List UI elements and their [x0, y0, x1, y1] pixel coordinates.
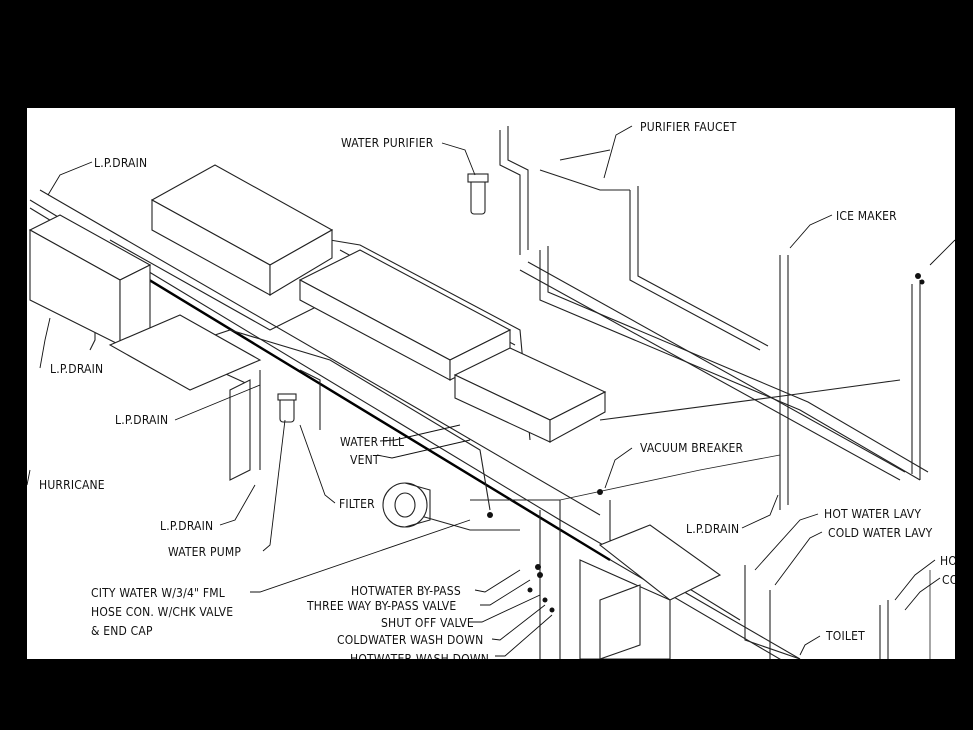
label-lp-drain-right: L.P.DRAIN — [686, 522, 739, 536]
main-pipe-runs — [29, 126, 931, 659]
label-lp-drain-left: L.P.DRAIN — [50, 362, 103, 376]
label-hotwater-bypass: HOTWATER BY-PASS — [351, 584, 461, 598]
label-vent: VENT — [350, 453, 380, 467]
label-city-water-2: HOSE CON. W/CHK VALVE — [91, 605, 233, 619]
diagram-labels: WATER PURIFIER PURIFIER FAUCET ICE MAKER… — [39, 120, 958, 666]
tank-blocks — [28, 164, 722, 659]
leader-lines — [27, 125, 955, 657]
label-city-water-3: & END CAP — [91, 624, 153, 638]
label-lp-drain-top: L.P.DRAIN — [94, 156, 147, 170]
label-cut-co: CO — [942, 573, 958, 587]
label-hurricane: HURRICANE — [39, 478, 105, 492]
label-hotwater-wash-down: HOTWATER WASH DOWN — [350, 652, 489, 666]
label-lp-drain-bottom: L.P.DRAIN — [160, 519, 213, 533]
label-purifier-faucet: PURIFIER FAUCET — [640, 120, 737, 134]
label-coldwater-wash-down: COLDWATER WASH DOWN — [337, 633, 483, 647]
label-filter: FILTER — [339, 497, 375, 511]
label-city-water-1: CITY WATER W/3/4" FML — [91, 586, 225, 600]
label-lp-drain-mid: L.P.DRAIN — [115, 413, 168, 427]
label-shut-off-valve: SHUT OFF VALVE — [381, 616, 474, 630]
label-water-purifier: WATER PURIFIER — [341, 136, 434, 150]
label-toilet: TOILET — [825, 629, 865, 643]
purifier-canister — [467, 173, 489, 215]
fittings — [487, 273, 925, 613]
label-hot-water-lavy: HOT WATER LAVY — [824, 507, 921, 521]
filter-canister — [277, 393, 297, 423]
label-cold-water-lavy: COLD WATER LAVY — [828, 526, 933, 540]
label-water-pump: WATER PUMP — [168, 545, 241, 559]
label-ice-maker: ICE MAKER — [836, 209, 897, 223]
label-cut-ho: HO — [940, 554, 957, 568]
label-vacuum-breaker: VACUUM BREAKER — [640, 441, 743, 455]
label-water-fill: WATER FILL — [340, 435, 404, 449]
drawing-linework: WATER PURIFIER PURIFIER FAUCET ICE MAKER… — [27, 120, 958, 666]
label-three-way-valve: THREE WAY BY-PASS VALVE — [306, 599, 456, 613]
